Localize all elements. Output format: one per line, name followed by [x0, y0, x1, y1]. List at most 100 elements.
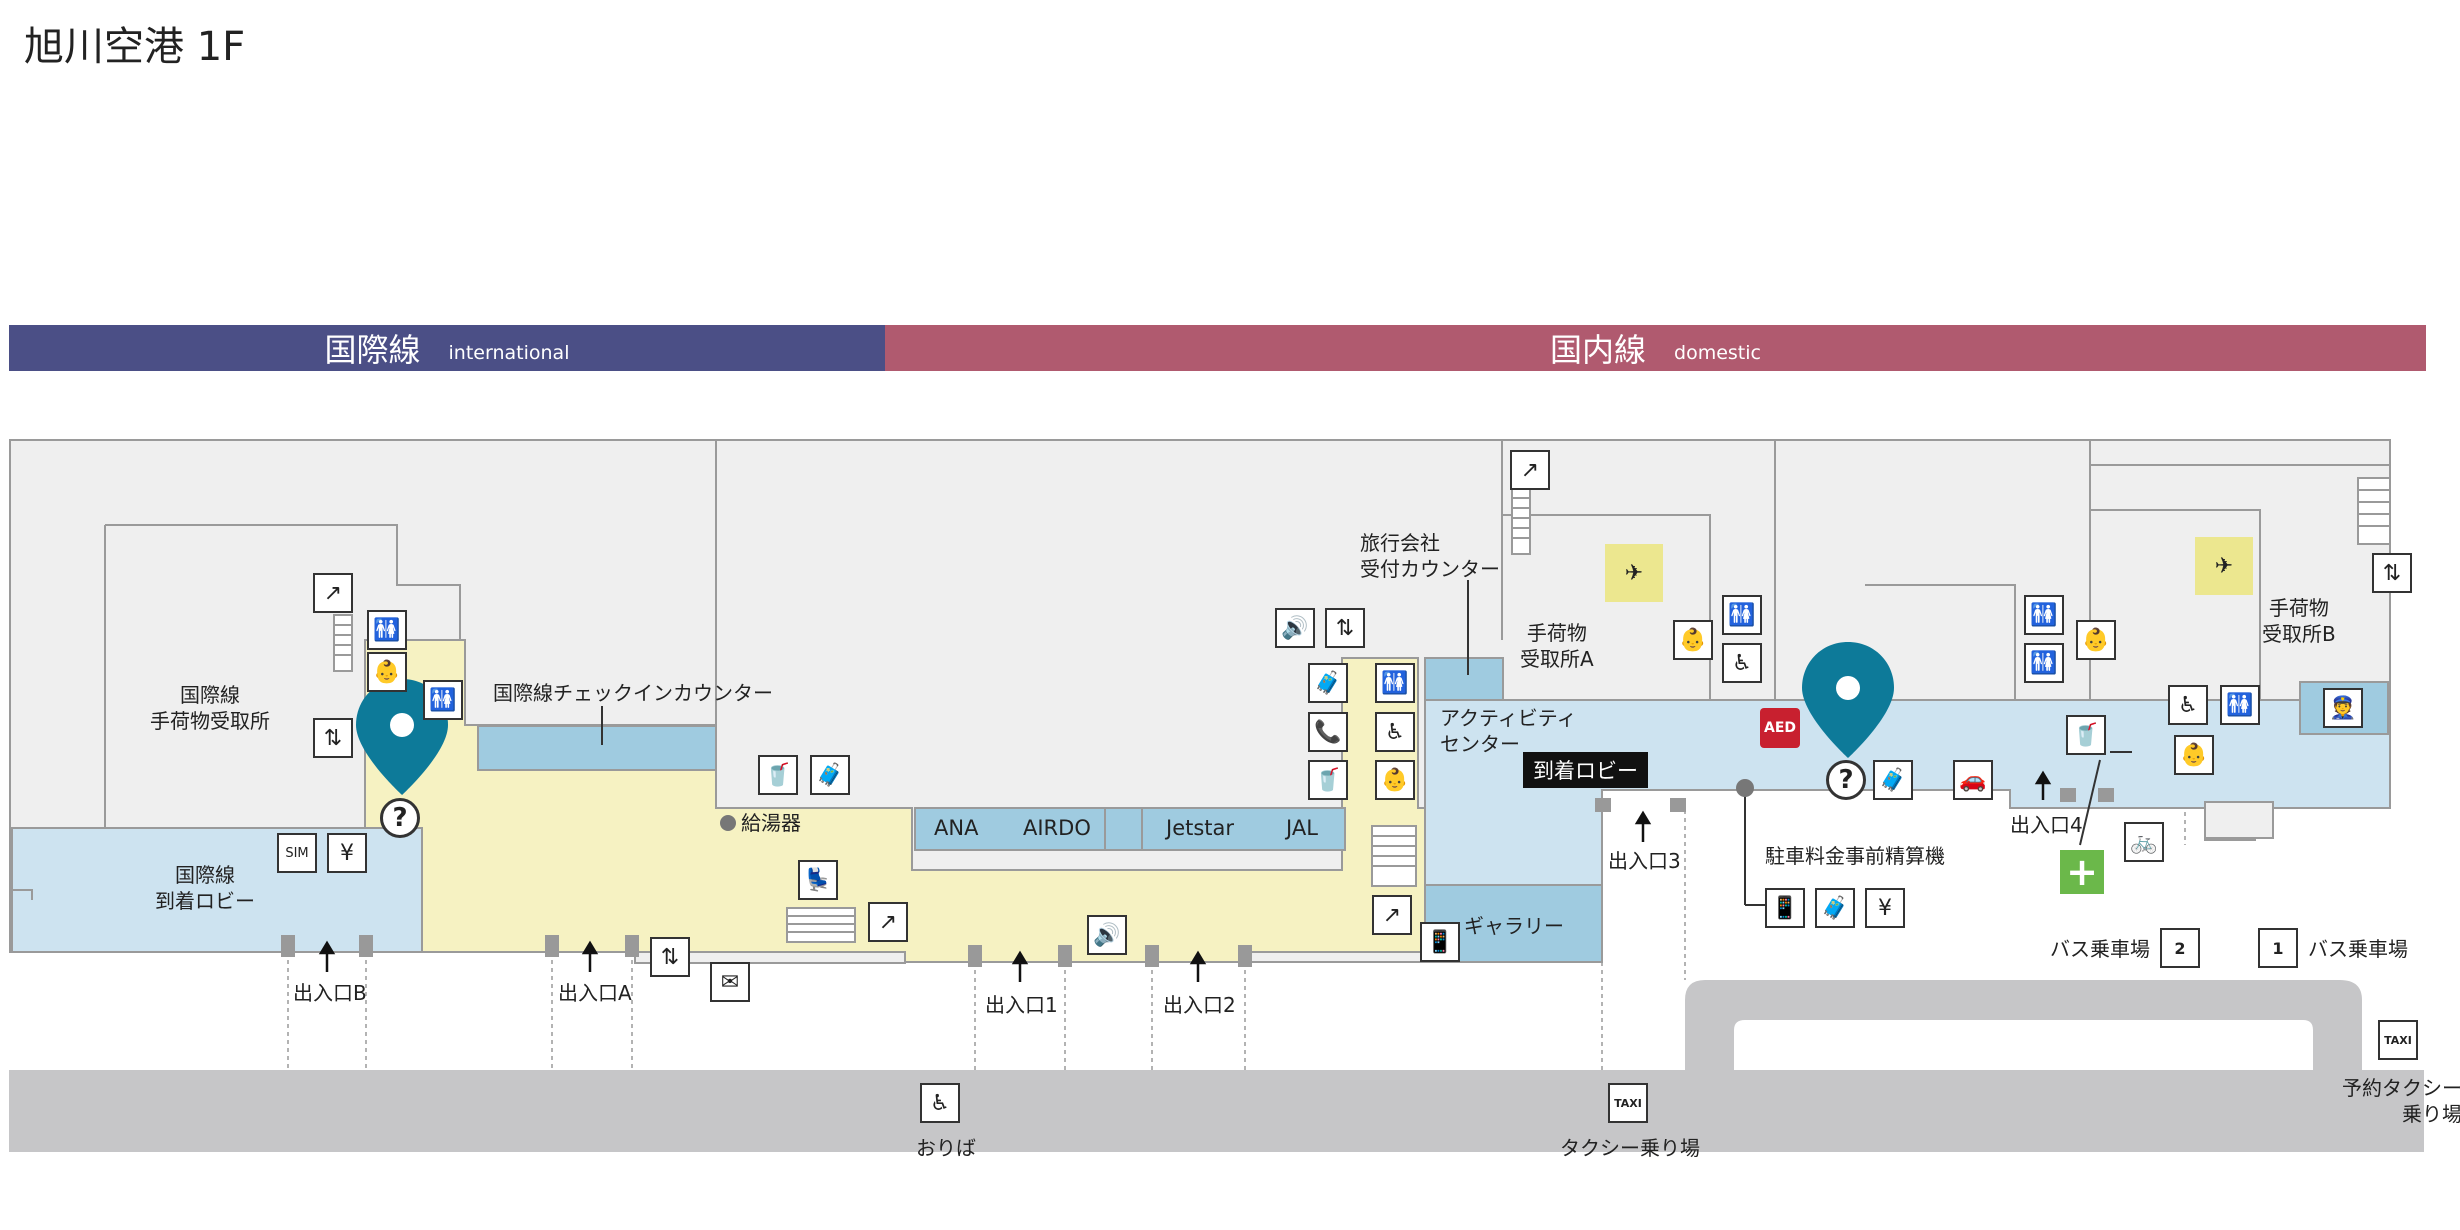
travel-agency-label: 旅行会社 受付カウンター — [1360, 530, 1500, 582]
mail-icon[interactable]: ✉ — [710, 962, 750, 1002]
toilet-icon[interactable]: 🚻 — [423, 680, 463, 720]
baby-icon[interactable]: 👶 — [1375, 760, 1415, 800]
info-icon-international[interactable]: ? — [380, 798, 420, 838]
drink-icon[interactable]: 🥤 — [758, 755, 798, 795]
dropoff-label: おりば — [916, 1136, 976, 1160]
baggage-a-label: 手荷物 受取所A — [1520, 620, 1594, 672]
sim-icon[interactable]: SIM — [277, 833, 317, 873]
airline-jetstar: Jetstar — [1166, 816, 1235, 840]
arrival-icon: ✈ — [2195, 537, 2253, 595]
bus-stop-2-icon[interactable]: 2 — [2160, 928, 2200, 968]
locker-icon[interactable]: 🧳 — [1873, 760, 1913, 800]
taxi-icon[interactable]: TAXI — [2378, 1020, 2418, 1060]
activity-center-label: アクティビティ センター — [1440, 705, 1577, 757]
taxi-stand-label: タクシー乗り場 — [1560, 1136, 1700, 1160]
elevator-icon[interactable]: ⇅ — [313, 718, 353, 758]
activity-center-line2: センター — [1440, 732, 1520, 756]
intl-baggage-label-line2: 手荷物受取所 — [150, 709, 270, 733]
elevator-icon[interactable]: ⇅ — [1325, 608, 1365, 648]
intl-arrival-line1: 国際線 — [175, 863, 235, 887]
stairs-center — [786, 825, 1417, 943]
escalator-icon[interactable]: ↗ — [1510, 450, 1550, 490]
domestic-band: 国内線 domestic — [885, 325, 2426, 371]
phone-icon[interactable]: 📞 — [1308, 712, 1348, 752]
travel-agency-line2: 受付カウンター — [1360, 557, 1500, 581]
baby-icon[interactable]: 👶 — [1673, 620, 1713, 660]
international-band-jp: 国際線 — [324, 331, 421, 369]
elevator-icon[interactable]: ⇅ — [650, 937, 690, 977]
elevator-icon[interactable]: ⇅ — [2372, 553, 2412, 593]
smartphone-charge-icon[interactable]: 📱 — [1420, 922, 1460, 962]
ticket-machine-icon[interactable]: 🧳 — [1815, 888, 1855, 928]
toilet-icon[interactable]: 🚻 — [2220, 685, 2260, 725]
domestic-band-jp: 国内線 — [1550, 331, 1647, 369]
accessible-toilet-icon[interactable]: ♿ — [1375, 712, 1415, 752]
locker-icon[interactable]: 🧳 — [810, 755, 850, 795]
airline-jal: JAL — [1286, 816, 1318, 840]
intl-arrival-line2: 到着ロビー — [155, 889, 255, 913]
domestic-counters — [914, 807, 1346, 851]
stairs-domestic-top — [1511, 487, 1531, 555]
baggage-b-line2: 受取所B — [2262, 622, 2336, 646]
stairs-domestic-right — [2357, 477, 2391, 545]
entrance-4-label: 出入口4 — [2010, 813, 2083, 837]
airline-ana: ANA — [934, 816, 979, 840]
reserved-taxi-line2: 乗り場 — [2402, 1102, 2460, 1126]
speaker-icon[interactable]: 🔊 — [1275, 608, 1315, 648]
currency-exchange-icon[interactable]: ¥ — [327, 833, 367, 873]
intl-arrival-lobby-area — [11, 827, 423, 953]
accessible-toilet-icon[interactable]: ♿ — [2168, 685, 2208, 725]
bus-stop-1-icon[interactable]: 1 — [2258, 928, 2298, 968]
bus-stop-2-label: バス乗車場 — [2050, 937, 2150, 961]
entrance-b-label: 出入口B — [293, 981, 367, 1005]
bus-loop — [1685, 980, 2362, 1070]
massage-chair-icon[interactable]: 💺 — [798, 860, 838, 900]
toilet-icon[interactable]: 🚻 — [1375, 663, 1415, 703]
location-pin-domestic[interactable] — [1800, 640, 1896, 760]
info-icon-domestic[interactable]: ? — [1826, 760, 1866, 800]
baggage-b-line1: 手荷物 — [2268, 596, 2329, 620]
first-aid-room-icon[interactable]: 👶 — [2174, 735, 2214, 775]
accessible-icon[interactable]: ♿ — [920, 1083, 960, 1123]
bus-stop-1-label: バス乗車場 — [2308, 937, 2408, 961]
escalator-icon[interactable]: ↗ — [313, 573, 353, 613]
intl-checkin-counter — [477, 725, 717, 771]
drink-icon[interactable]: 🥤 — [1308, 760, 1348, 800]
escalator-icon[interactable]: ↗ — [1372, 895, 1412, 935]
locker-icon[interactable]: 🧳 — [1308, 663, 1348, 703]
aed-icon[interactable]: AED — [1760, 708, 1800, 748]
escalator-icon[interactable]: ↗ — [868, 902, 908, 942]
activity-center-line1: アクティビティ — [1440, 706, 1577, 730]
toilet-icon[interactable]: 🚻 — [1722, 595, 1762, 635]
baby-icon[interactable]: 👶 — [2076, 620, 2116, 660]
gallery-label: ギャラリー — [1464, 914, 1564, 938]
police-icon[interactable]: 👮 — [2323, 688, 2363, 728]
toilet-icon[interactable]: 🚻 — [2024, 595, 2064, 635]
accessible-toilet-icon[interactable]: ♿ — [1722, 643, 1762, 683]
hot-water-label: 給湯器 — [741, 811, 801, 835]
baby-icon[interactable]: 👶 — [367, 652, 407, 692]
baggage-a-line1: 手荷物 — [1526, 621, 1587, 645]
door-posts — [281, 788, 2114, 967]
currency-icon[interactable]: ¥ — [1865, 888, 1905, 928]
activity-center-block — [1424, 657, 1504, 701]
page-title: 旭川空港 1F — [24, 24, 246, 70]
entrance-3-label: 出入口3 — [1608, 849, 1681, 873]
baggage-a-line2: 受取所A — [1520, 647, 1594, 671]
parking-machine-label: 駐車料金事前精算機 — [1765, 844, 1945, 868]
first-aid-icon: + — [2060, 850, 2104, 894]
taxi-icon[interactable]: TAXI — [1608, 1083, 1648, 1123]
smartphone-icon[interactable]: 📱 — [1765, 888, 1805, 928]
drink-icon[interactable]: 🥤 — [2066, 715, 2106, 755]
speaker-icon[interactable]: 🔊 — [1087, 915, 1127, 955]
toilet-icon[interactable]: 🚻 — [2024, 643, 2064, 683]
airline-airdo: AIRDO — [1023, 816, 1091, 840]
arrival-icon: ✈ — [1605, 544, 1663, 602]
bicycle-icon[interactable]: 🚲 — [2124, 822, 2164, 862]
stairs-intl — [333, 614, 353, 672]
car-icon[interactable]: 🚗 — [1953, 760, 1993, 800]
toilet-icon[interactable]: 🚻 — [367, 610, 407, 650]
road — [9, 1070, 2424, 1152]
intl-baggage-label: 国際線 手荷物受取所 — [150, 682, 270, 734]
